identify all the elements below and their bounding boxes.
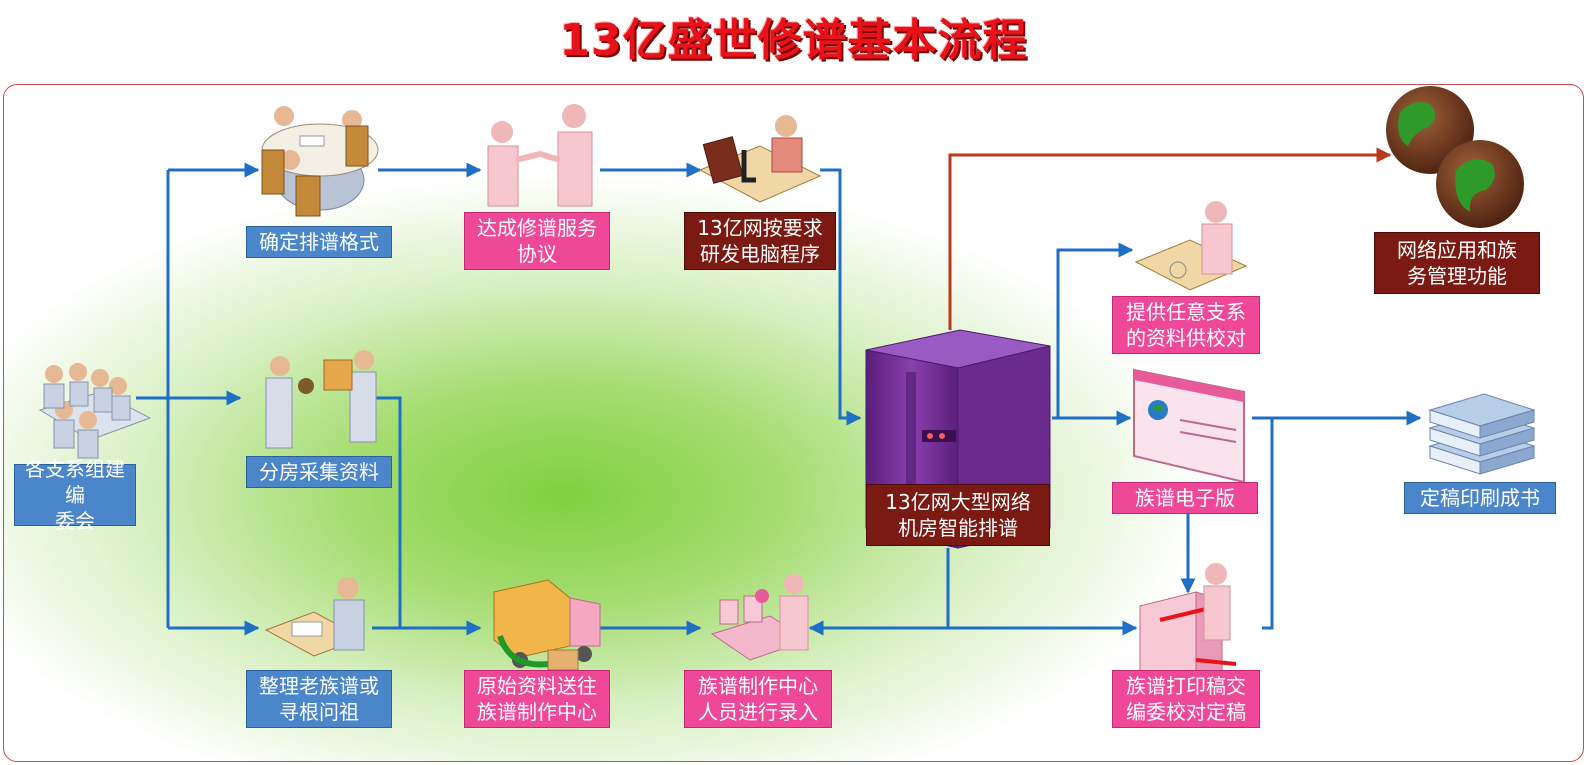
arrow-server-proof xyxy=(1056,242,1134,418)
node-proof: 提供任意支系 的资料供校对 xyxy=(1112,296,1260,354)
ebook-window-icon xyxy=(1133,368,1245,484)
node-format: 确定排谱格式 xyxy=(246,226,392,258)
flow-arrows xyxy=(136,162,1422,636)
research-desk-icon xyxy=(698,115,822,203)
node-agreement: 达成修谱服务 协议 xyxy=(464,212,610,270)
book-stack-icon xyxy=(1428,393,1536,475)
meeting-icon xyxy=(38,363,152,459)
arrow-program-server xyxy=(820,168,862,426)
node-organize: 整理老族谱或 寻根问祖 xyxy=(246,670,392,728)
proofreading-icon xyxy=(1134,201,1248,291)
handover-icon xyxy=(265,350,377,449)
node-editorial: 各支系组建编 委会 xyxy=(14,457,136,533)
delivery-truck-icon xyxy=(493,579,601,671)
discussion-icon xyxy=(261,106,379,217)
data-entry-icon xyxy=(710,574,810,661)
node-network: 网络应用和族 务管理功能 xyxy=(1374,232,1540,294)
node-print-book: 定稿印刷成书 xyxy=(1404,482,1556,514)
globe-icon xyxy=(1386,86,1524,228)
node-program: 13亿网按要求 研发电脑程序 xyxy=(684,212,836,270)
node-server: 13亿网大型网络 机房智能排谱 xyxy=(866,484,1050,546)
node-collect: 分房采集资料 xyxy=(246,456,392,488)
node-entry: 族谱制作中心 人员进行录入 xyxy=(684,670,832,728)
node-send: 原始资料送往 族谱制作中心 xyxy=(464,670,610,728)
node-print-draft: 族谱打印稿交 编委校对定稿 xyxy=(1112,670,1260,728)
reading-icon xyxy=(264,577,365,657)
handshake-icon xyxy=(487,104,593,207)
node-ebook: 族谱电子版 xyxy=(1112,482,1258,514)
arrow-server-network xyxy=(948,147,1392,330)
diagram-title: 13亿盛世修谱基本流程 xyxy=(559,15,1028,66)
